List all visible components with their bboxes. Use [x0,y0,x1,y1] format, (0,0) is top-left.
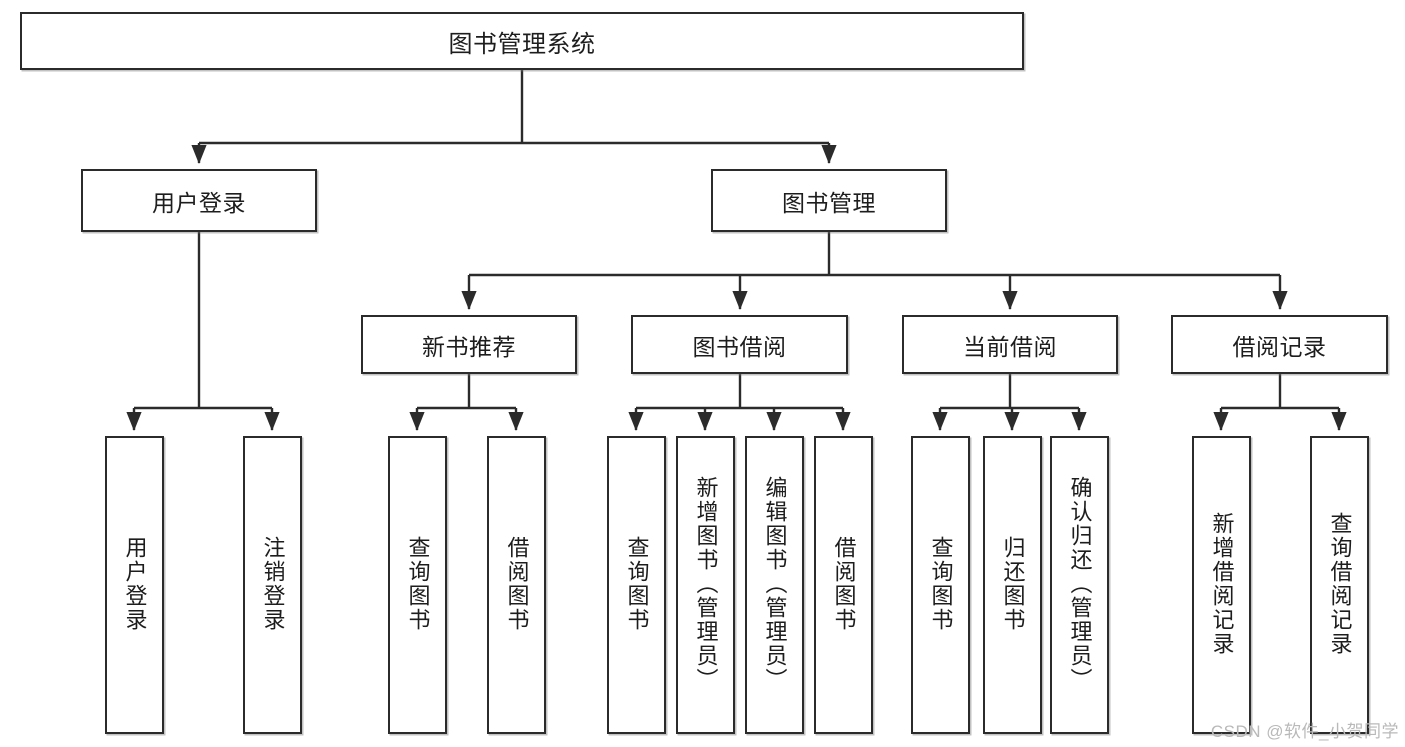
leaf-add-borrow-record[interactable]: 新增借阅记录 [1192,436,1251,734]
node-user-login-label: 用户登录 [152,189,246,216]
leaf-query-borrow-record-label: 查询借阅记录 [1327,512,1353,656]
leaf-return-book[interactable]: 归还图书 [983,436,1042,734]
leaf-user-login[interactable]: 用户登录 [105,436,164,734]
leaf-edit-book-admin-label: 编辑图书（管理员） [762,476,788,692]
leaf-borrow-book-borrow-label: 借阅图书 [831,536,857,632]
leaf-query-book-borrow[interactable]: 查询图书 [607,436,666,734]
leaf-logout-label: 注销登录 [260,536,286,632]
leaf-query-borrow-record[interactable]: 查询借阅记录 [1310,436,1369,734]
node-new-book-recommend-label: 新书推荐 [422,333,516,360]
leaf-add-book-admin[interactable]: 新增图书（管理员） [676,436,735,734]
node-root-label: 图书管理系统 [448,30,596,58]
node-current-borrow-label: 当前借阅 [963,333,1057,360]
node-root[interactable]: 图书管理系统 [20,12,1024,70]
leaf-logout[interactable]: 注销登录 [243,436,302,734]
leaf-confirm-return-admin[interactable]: 确认归还（管理员） [1050,436,1109,734]
leaf-user-login-label: 用户登录 [122,536,148,632]
leaf-borrow-book-borrow[interactable]: 借阅图书 [814,436,873,734]
leaf-query-book-borrow-label: 查询图书 [624,536,650,632]
node-book-management-label: 图书管理 [782,189,876,216]
node-borrow-record-label: 借阅记录 [1232,333,1327,360]
leaf-borrow-book-newbook-label: 借阅图书 [504,536,530,632]
node-new-book-recommend[interactable]: 新书推荐 [361,315,577,374]
node-book-borrow[interactable]: 图书借阅 [631,315,848,374]
leaf-query-book-newbook[interactable]: 查询图书 [388,436,447,734]
leaf-confirm-return-admin-label: 确认归还（管理员） [1067,476,1093,692]
leaf-query-book-current-label: 查询图书 [928,536,954,632]
leaf-return-book-label: 归还图书 [1000,536,1026,632]
leaf-edit-book-admin[interactable]: 编辑图书（管理员） [745,436,804,734]
leaf-add-book-admin-label: 新增图书（管理员） [693,476,719,692]
node-book-borrow-label: 图书借阅 [692,333,787,360]
node-borrow-record[interactable]: 借阅记录 [1171,315,1388,374]
node-book-management[interactable]: 图书管理 [711,169,947,232]
leaf-query-book-newbook-label: 查询图书 [405,536,431,632]
leaf-borrow-book-newbook[interactable]: 借阅图书 [487,436,546,734]
node-current-borrow[interactable]: 当前借阅 [902,315,1118,374]
leaf-query-book-current[interactable]: 查询图书 [911,436,970,734]
leaf-add-borrow-record-label: 新增借阅记录 [1209,512,1235,656]
node-user-login[interactable]: 用户登录 [81,169,317,232]
